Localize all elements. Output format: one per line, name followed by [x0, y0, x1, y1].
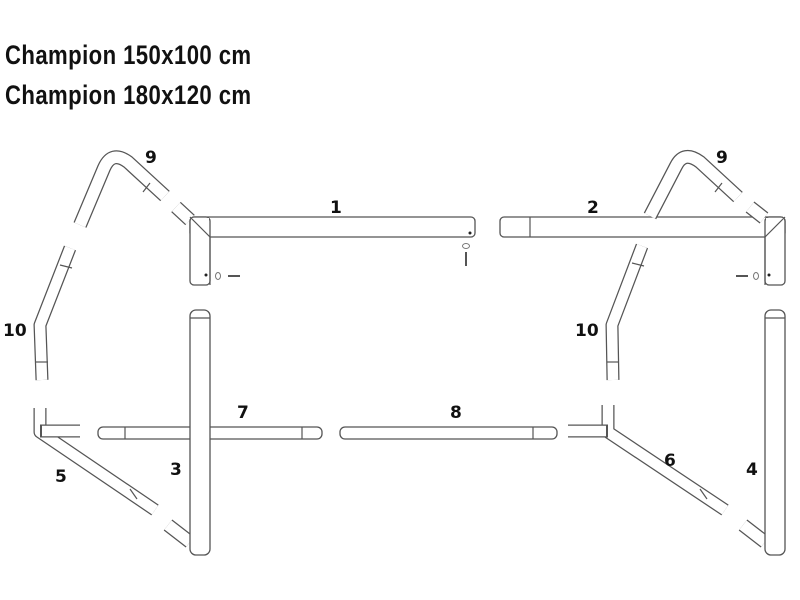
- model-title-1: Champion 150x100 cm: [5, 40, 252, 70]
- label-part-5: 5: [55, 467, 67, 487]
- label-part-4: 4: [746, 460, 758, 480]
- part-5-back-stay-left: [33, 408, 159, 516]
- part-8-bar: [339, 426, 558, 440]
- part-4-post-right: [738, 309, 786, 556]
- part-9-right: [643, 149, 769, 224]
- label-part-2: 2: [587, 198, 599, 218]
- label-part-6: 6: [664, 451, 676, 471]
- label-part-9-left: 9: [145, 148, 157, 168]
- label-part-3: 3: [170, 460, 182, 480]
- part-2-crossbar-right: [499, 216, 786, 286]
- label-part-1: 1: [330, 198, 342, 218]
- model-title-2: Champion 180x120 cm: [5, 80, 252, 110]
- part-10-left: [33, 245, 77, 381]
- part-9-left: [73, 150, 195, 228]
- part-10-right: [605, 243, 649, 381]
- part-3-post-left: [163, 309, 211, 556]
- label-part-7: 7: [237, 403, 249, 423]
- label-part-9-right: 9: [716, 148, 728, 168]
- label-part-8: 8: [450, 403, 462, 423]
- label-part-10-right: 10: [575, 321, 599, 341]
- label-part-10-left: 10: [3, 321, 27, 341]
- part-6-back-stay-right: [568, 405, 729, 516]
- part-1-crossbar-left: [189, 216, 476, 286]
